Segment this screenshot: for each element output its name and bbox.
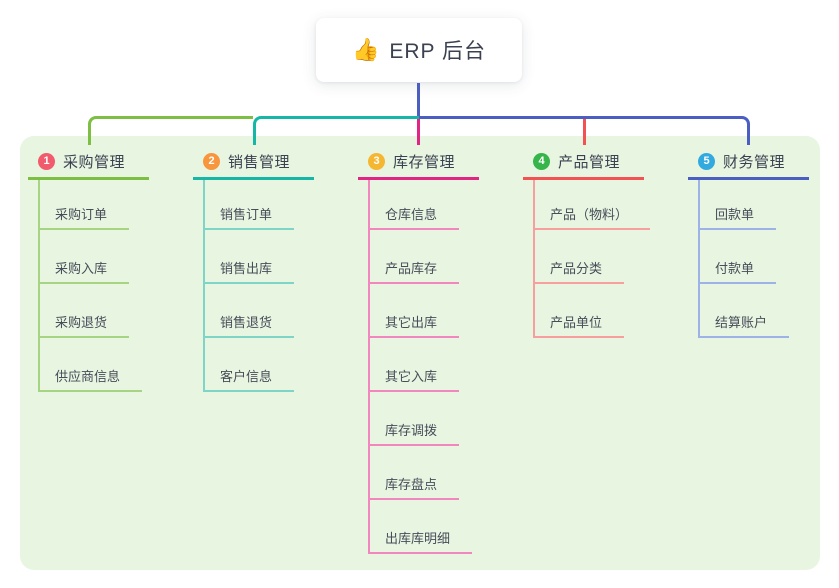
- branch-number-badge: 2: [203, 153, 220, 170]
- branch-children: 销售订单 销售出库 销售退货 客户信息: [203, 180, 353, 392]
- child-node-label: 其它入库: [385, 369, 438, 384]
- branch-finance: 5 财务管理 回款单 付款单 结算账户: [688, 146, 839, 338]
- branch-node[interactable]: 3 库存管理: [358, 146, 480, 180]
- branch-node-label: 财务管理: [723, 154, 786, 171]
- child-node-label: 付款单: [715, 261, 755, 276]
- child-node-label: 采购退货: [55, 315, 108, 330]
- child-node[interactable]: 库存调拨: [370, 392, 460, 446]
- branch-node[interactable]: 2 销售管理: [193, 146, 315, 180]
- child-node-label: 销售出库: [220, 261, 273, 276]
- child-node[interactable]: 采购退货: [40, 284, 130, 338]
- branch-node[interactable]: 1 采购管理: [28, 146, 150, 180]
- branch-node-label: 库存管理: [393, 154, 456, 171]
- branch-2-connector: [253, 116, 419, 145]
- child-node[interactable]: 销售订单: [205, 180, 295, 230]
- branch-5-connector: [419, 116, 750, 145]
- branch-1-connector: [88, 116, 253, 145]
- child-node[interactable]: 其它出库: [370, 284, 460, 338]
- root-stem-line: [417, 83, 420, 119]
- child-node-label: 产品（物料）: [550, 207, 629, 222]
- child-node-label: 采购订单: [55, 207, 108, 222]
- child-node-label: 产品库存: [385, 261, 438, 276]
- child-node-label: 客户信息: [220, 369, 273, 384]
- child-node-label: 其它出库: [385, 315, 438, 330]
- mindmap-canvas: [20, 136, 820, 570]
- child-node[interactable]: 产品（物料）: [535, 180, 651, 230]
- branch-node[interactable]: 5 财务管理: [688, 146, 810, 180]
- branch-number-badge: 5: [698, 153, 715, 170]
- child-node-label: 库存盘点: [385, 477, 438, 492]
- branch-node-label: 采购管理: [63, 154, 126, 171]
- branch-3-connector: [417, 119, 420, 145]
- branch-node-label: 产品管理: [558, 154, 621, 171]
- root-node[interactable]: 👍 ERP 后台: [315, 18, 523, 82]
- child-node-label: 采购入库: [55, 261, 108, 276]
- child-node-label: 产品单位: [550, 315, 603, 330]
- branch-sales: 2 销售管理 销售订单 销售出库 销售退货 客户信息: [193, 146, 353, 392]
- child-node-label: 供应商信息: [55, 369, 121, 384]
- child-node[interactable]: 销售退货: [205, 284, 295, 338]
- branch-number-badge: 1: [38, 153, 55, 170]
- branch-product: 4 产品管理 产品（物料） 产品分类 产品单位: [523, 146, 683, 338]
- child-node[interactable]: 付款单: [700, 230, 777, 284]
- branch-children: 产品（物料） 产品分类 产品单位: [533, 180, 683, 338]
- child-node-label: 销售订单: [220, 207, 273, 222]
- child-node[interactable]: 采购订单: [40, 180, 130, 230]
- child-node[interactable]: 产品分类: [535, 230, 625, 284]
- child-node[interactable]: 采购入库: [40, 230, 130, 284]
- child-node[interactable]: 回款单: [700, 180, 777, 230]
- branch-node[interactable]: 4 产品管理: [523, 146, 645, 180]
- branch-inventory: 3 库存管理 仓库信息 产品库存 其它出库 其它入库 库存调拨 库存盘点 出库库…: [358, 146, 518, 554]
- child-node[interactable]: 销售出库: [205, 230, 295, 284]
- child-node[interactable]: 客户信息: [205, 338, 295, 392]
- child-node-label: 库存调拨: [385, 423, 438, 438]
- child-node-label: 出库库明细: [385, 531, 451, 546]
- child-node[interactable]: 出库库明细: [370, 500, 473, 554]
- branch-children: 仓库信息 产品库存 其它出库 其它入库 库存调拨 库存盘点 出库库明细: [368, 180, 518, 554]
- child-node-label: 结算账户: [715, 315, 768, 330]
- branch-node-label: 销售管理: [228, 154, 291, 171]
- child-node[interactable]: 库存盘点: [370, 446, 460, 500]
- root-node-label: ERP 后台: [389, 40, 487, 63]
- child-node-label: 回款单: [715, 207, 755, 222]
- child-node[interactable]: 产品库存: [370, 230, 460, 284]
- branch-procurement: 1 采购管理 采购订单 采购入库 采购退货 供应商信息: [28, 146, 188, 392]
- child-node[interactable]: 仓库信息: [370, 180, 460, 230]
- child-node[interactable]: 供应商信息: [40, 338, 143, 392]
- branch-children: 采购订单 采购入库 采购退货 供应商信息: [38, 180, 188, 392]
- child-node-label: 仓库信息: [385, 207, 438, 222]
- child-node[interactable]: 其它入库: [370, 338, 460, 392]
- branch-number-badge: 3: [368, 153, 385, 170]
- child-node[interactable]: 产品单位: [535, 284, 625, 338]
- child-node[interactable]: 结算账户: [700, 284, 790, 338]
- child-node-label: 产品分类: [550, 261, 603, 276]
- branch-4-connector: [583, 119, 586, 145]
- thumbs-up-icon: 👍: [351, 37, 380, 62]
- child-node-label: 销售退货: [220, 315, 273, 330]
- branch-number-badge: 4: [533, 153, 550, 170]
- branch-children: 回款单 付款单 结算账户: [698, 180, 839, 338]
